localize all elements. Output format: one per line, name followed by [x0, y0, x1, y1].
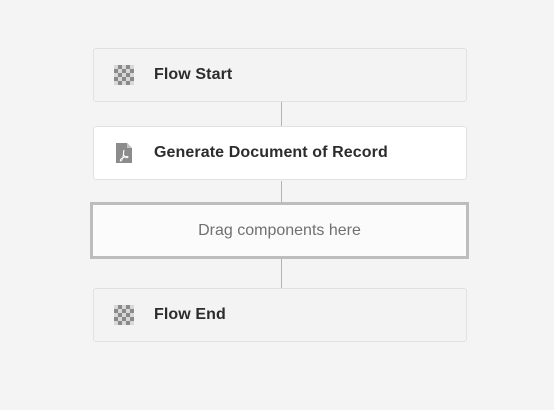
drop-zone[interactable]: Drag components here [90, 202, 469, 259]
flow-start-step[interactable]: Flow Start [93, 48, 467, 102]
step-label: Flow End [154, 306, 226, 323]
connector-line [281, 181, 282, 202]
pdf-document-icon [114, 143, 134, 163]
drop-zone-label: Drag components here [198, 221, 361, 239]
flow-end-step[interactable]: Flow End [93, 288, 467, 342]
step-label: Flow Start [154, 66, 233, 83]
connector-line [281, 259, 282, 288]
checkerboard-icon [114, 65, 134, 85]
step-label: Generate Document of Record [154, 144, 388, 161]
generate-document-of-record-step[interactable]: Generate Document of Record [93, 126, 467, 180]
connector-line [281, 102, 282, 126]
checkerboard-icon [114, 305, 134, 325]
